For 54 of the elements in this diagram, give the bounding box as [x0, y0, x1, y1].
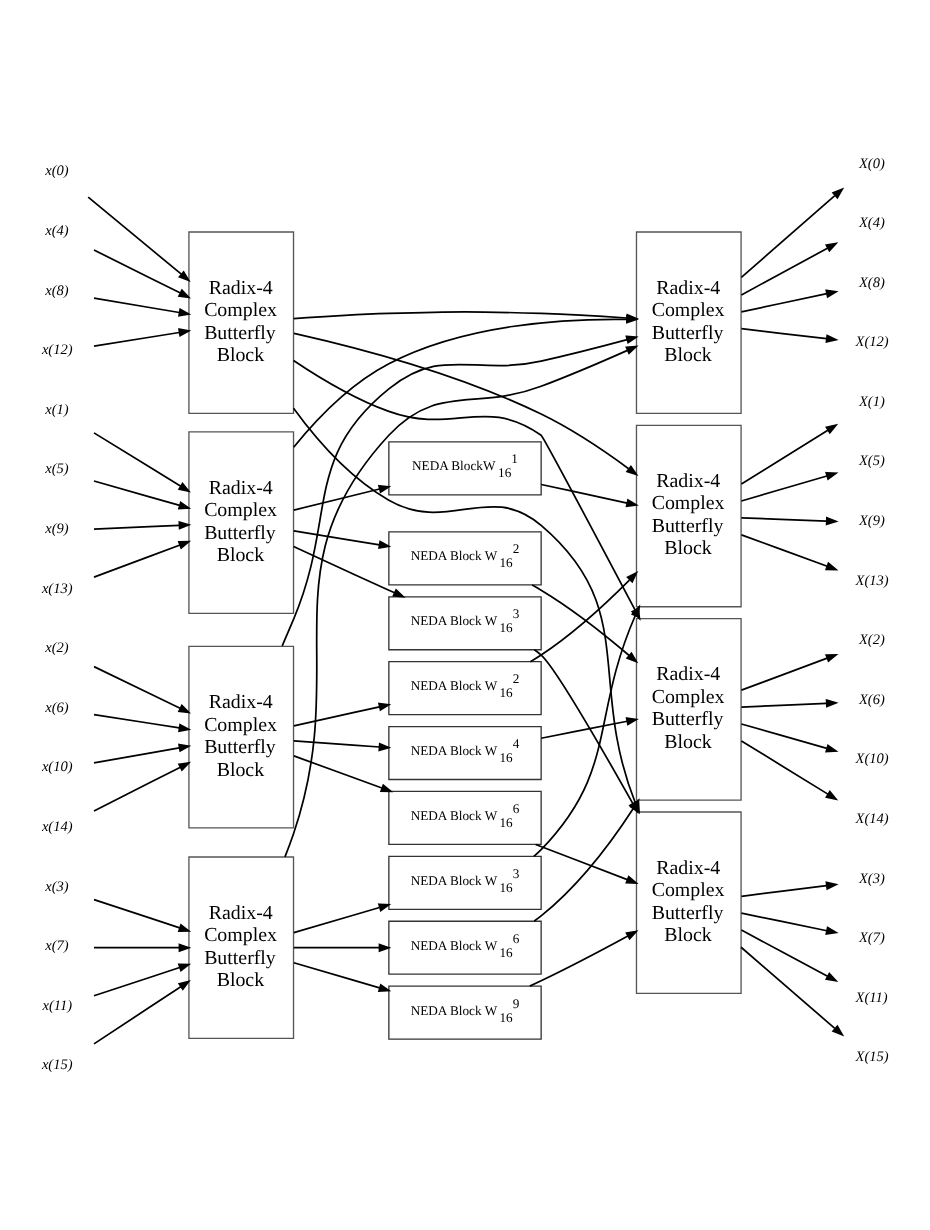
arrow — [292, 942, 392, 952]
arrow — [528, 929, 639, 986]
arrow — [740, 697, 839, 707]
arrow — [293, 331, 639, 476]
arrow — [93, 479, 192, 509]
node-box: Radix-4 Complex Butterfly Block — [635, 617, 742, 800]
arrow — [292, 960, 392, 992]
arrow — [93, 979, 191, 1044]
arrow — [740, 470, 839, 501]
arrow — [93, 897, 192, 931]
arrow — [93, 248, 192, 298]
arrow — [740, 880, 839, 897]
arrow — [540, 716, 639, 739]
arrow — [93, 327, 192, 347]
arrow — [93, 664, 192, 713]
arrow — [540, 482, 639, 507]
arrow — [93, 712, 192, 732]
node-box: Radix-4 Complex Butterfly Block — [635, 230, 742, 414]
arrow — [292, 483, 392, 510]
arrow — [292, 701, 392, 726]
arrow — [292, 902, 392, 933]
arrow — [93, 760, 192, 811]
arrow — [93, 742, 192, 763]
node-box: Radix-4 Complex Butterfly Block — [188, 430, 295, 613]
arrow — [93, 296, 192, 316]
node-box: Radix-4 Complex Butterfly Block — [635, 423, 742, 607]
node-box: Radix-4 Complex Butterfly Block — [188, 644, 295, 828]
arrow — [740, 722, 839, 752]
node-box: Radix-4 Complex Butterfly Block — [635, 810, 742, 994]
arrow — [93, 519, 192, 529]
arrow — [292, 754, 394, 792]
arrow — [740, 515, 839, 525]
arrow — [740, 241, 839, 295]
arrow — [93, 539, 192, 577]
arrow — [93, 962, 192, 996]
arrow — [740, 911, 839, 934]
arrow — [93, 431, 191, 492]
arrow — [740, 739, 839, 800]
node-box: Radix-4 Complex Butterfly Block — [188, 855, 295, 1039]
arrow — [740, 288, 839, 312]
arrow — [292, 544, 406, 597]
arrow — [740, 422, 839, 484]
arrow — [740, 186, 845, 278]
arrow — [93, 942, 192, 952]
arrow — [87, 195, 191, 281]
arrow — [292, 739, 392, 751]
arrow — [740, 326, 839, 343]
arrow — [740, 928, 839, 981]
arrow — [740, 945, 845, 1036]
arrow — [740, 532, 839, 570]
arrow — [534, 842, 639, 883]
arrow — [292, 529, 392, 549]
node-box: Radix-4 Complex Butterfly Block — [188, 230, 295, 414]
arrow — [740, 652, 839, 691]
